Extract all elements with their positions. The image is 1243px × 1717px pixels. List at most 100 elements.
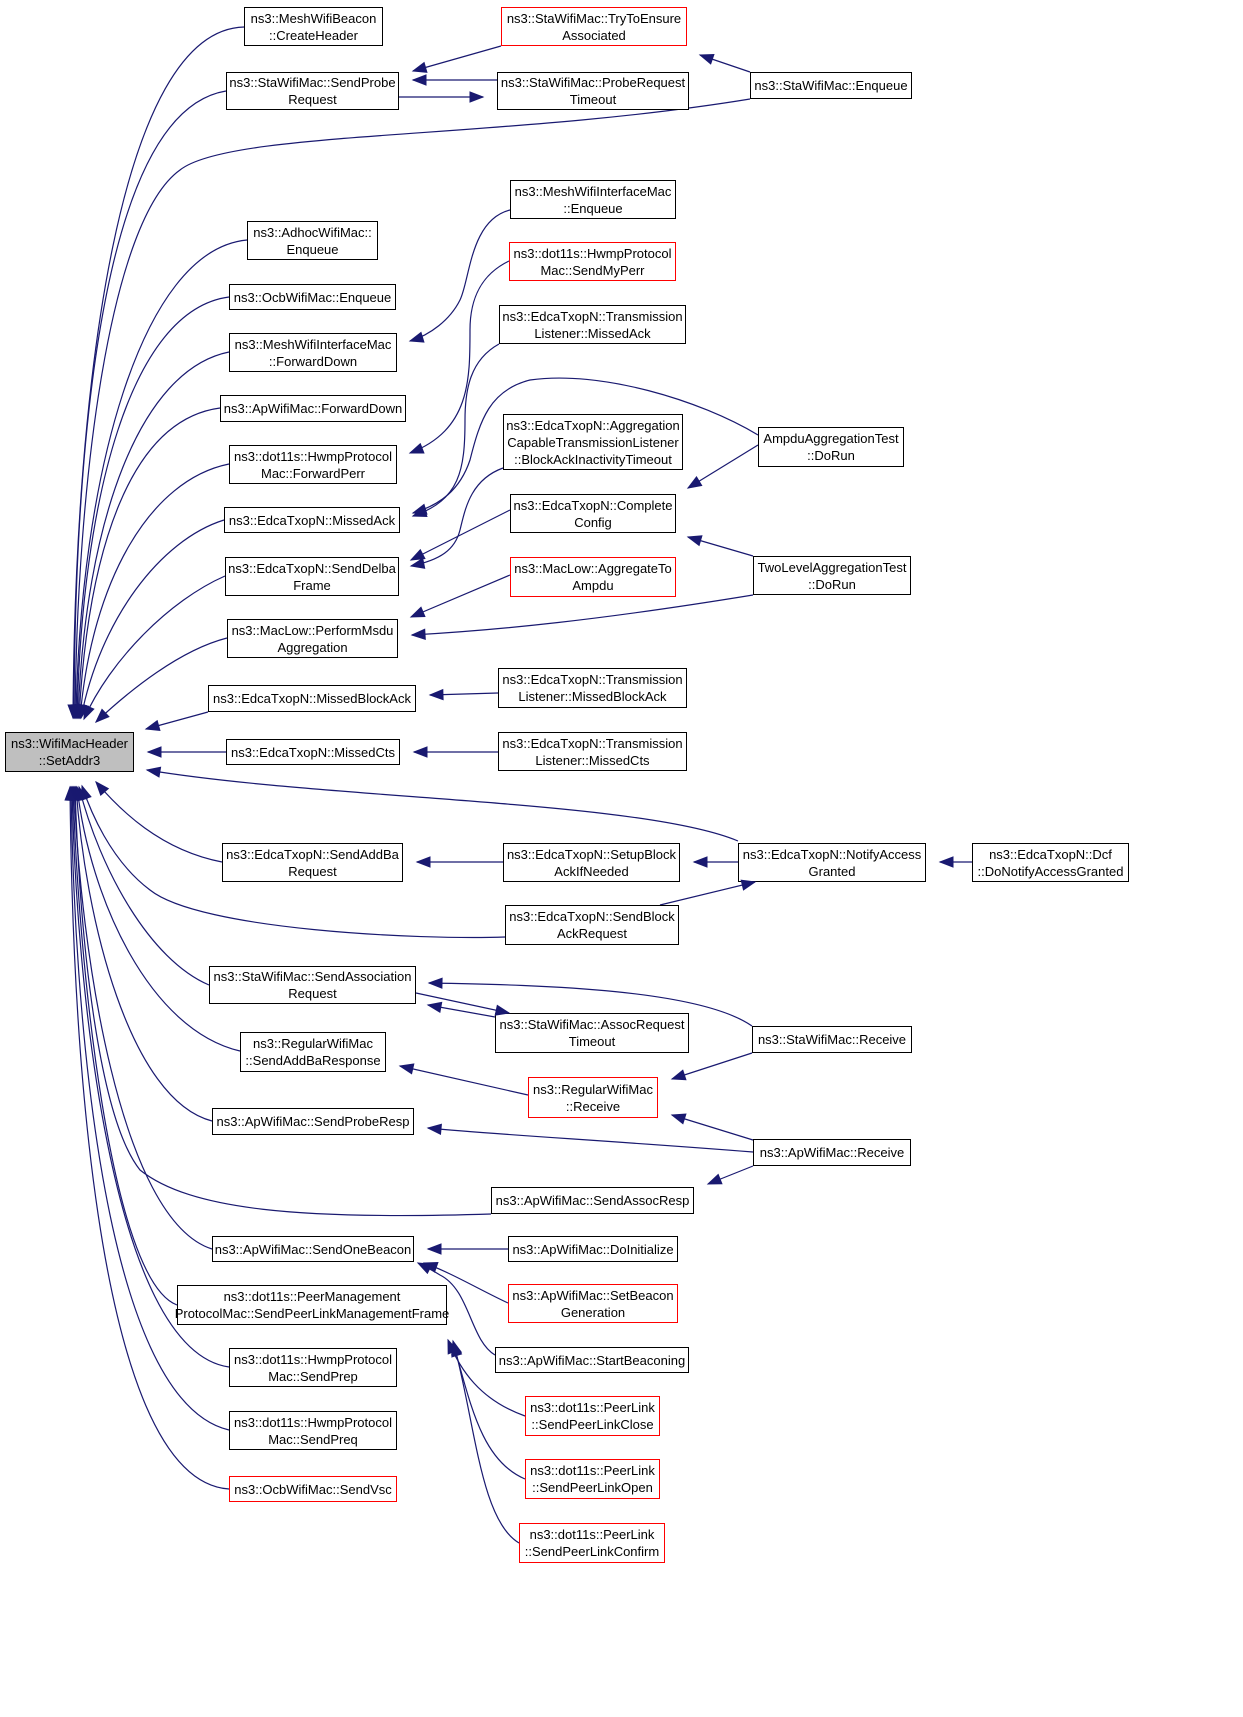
arrowhead xyxy=(494,1004,511,1016)
function-node[interactable]: ns3::MacLow::PerformMsdu Aggregation xyxy=(227,619,398,658)
arrowhead xyxy=(409,606,426,618)
function-node[interactable]: ns3::EdcaTxopN::Aggregation CapableTrans… xyxy=(503,414,683,470)
function-node[interactable]: ns3::EdcaTxopN::MissedBlockAck xyxy=(208,685,416,712)
function-node[interactable]: ns3::MeshWifiInterfaceMac ::ForwardDown xyxy=(229,333,397,372)
function-node[interactable]: ns3::EdcaTxopN::Complete Config xyxy=(510,494,676,533)
function-node[interactable]: TwoLevelAggregationTest ::DoRun xyxy=(753,556,911,595)
call-edge-n18 xyxy=(83,575,226,720)
function-node[interactable]: ns3::EdcaTxopN::Transmission Listener::M… xyxy=(498,732,687,771)
function-node[interactable]: ns3::StaWifiMac::SendAssociation Request xyxy=(209,966,416,1004)
call-edge-n15 xyxy=(687,444,759,489)
function-node[interactable]: ns3::EdcaTxopN::SendDelba Frame xyxy=(225,557,399,596)
arrowhead xyxy=(408,442,425,454)
function-node[interactable]: ns3::ApWifiMac::DoInitialize xyxy=(508,1236,678,1262)
function-node[interactable]: ns3::ApWifiMac::SetBeacon Generation xyxy=(508,1284,678,1323)
arrowhead xyxy=(740,879,757,891)
arrowhead xyxy=(706,1173,723,1185)
function-node[interactable]: ns3::StaWifiMac::SendProbe Request xyxy=(226,72,399,110)
function-node[interactable]: ns3::EdcaTxopN::SendAddBa Request xyxy=(222,843,403,882)
function-node[interactable]: ns3::OcbWifiMac::SendVsc xyxy=(229,1476,397,1502)
function-node[interactable]: ns3::dot11s::HwmpProtocol Mac::SendPrep xyxy=(229,1348,397,1387)
call-edge-n30 xyxy=(81,785,506,939)
function-node[interactable]: ns3::EdcaTxopN::Transmission Listener::M… xyxy=(499,305,686,344)
arrowhead xyxy=(408,331,425,343)
function-node[interactable]: ns3::dot11s::HwmpProtocol Mac::SendMyPer… xyxy=(509,242,676,281)
call-edge-n3 xyxy=(412,45,502,72)
call-edge-n28 xyxy=(146,769,739,842)
function-node[interactable]: ns3::dot11s::HwmpProtocol Mac::SendPreq xyxy=(229,1411,397,1450)
arrowhead xyxy=(938,856,954,868)
arrowhead xyxy=(451,1339,463,1356)
function-node[interactable]: ns3::ApWifiMac::StartBeaconing xyxy=(495,1347,689,1373)
function-node[interactable]: ns3::dot11s::PeerLink ::SendPeerLinkOpen xyxy=(525,1459,660,1499)
function-node[interactable]: ns3::EdcaTxopN::SetupBlock AckIfNeeded xyxy=(503,843,680,882)
call-edge-n7 xyxy=(75,239,248,719)
arrowhead xyxy=(426,1243,442,1255)
function-node[interactable]: ns3::ApWifiMac::SendAssocResp xyxy=(491,1187,694,1214)
function-node[interactable]: ns3::dot11s::PeerLink ::SendPeerLinkClos… xyxy=(525,1396,660,1436)
call-edge-n21 xyxy=(95,637,228,723)
function-node[interactable]: ns3::RegularWifiMac ::Receive xyxy=(528,1077,658,1118)
call-edge-n6 xyxy=(409,209,511,342)
function-node[interactable]: ns3::EdcaTxopN::SendBlock AckRequest xyxy=(505,905,679,945)
call-edge-n44 xyxy=(71,786,230,1368)
arrowhead xyxy=(698,53,715,65)
arrowhead xyxy=(409,557,426,569)
function-node[interactable]: ns3::EdcaTxopN::Transmission Listener::M… xyxy=(498,668,687,708)
function-node[interactable]: ns3::AdhocWifiMac:: Enqueue xyxy=(247,221,378,260)
function-node[interactable]: ns3::dot11s::PeerManagement ProtocolMac:… xyxy=(175,1285,449,1325)
function-node[interactable]: ns3::ApWifiMac::SendOneBeacon xyxy=(212,1236,414,1262)
function-node[interactable]: ns3::dot11s::PeerLink ::SendPeerLinkConf… xyxy=(519,1523,665,1563)
call-edge-n46 xyxy=(70,786,230,1431)
function-node[interactable]: ns3::ApWifiMac::Receive xyxy=(753,1139,911,1166)
function-node[interactable]: ns3::RegularWifiMac ::SendAddBaResponse xyxy=(240,1032,386,1072)
function-node[interactable]: ns3::StaWifiMac::ProbeRequest Timeout xyxy=(497,72,689,110)
call-edge-n13 xyxy=(410,467,504,567)
function-node[interactable]: ns3::StaWifiMac::Enqueue xyxy=(750,72,912,99)
function-node[interactable]: ns3::StaWifiMac::TryToEnsure Associated xyxy=(501,7,687,46)
arrowhead xyxy=(146,746,162,758)
call-edge-n37 xyxy=(427,1127,754,1153)
arrowhead xyxy=(94,708,110,723)
call-edge-n48 xyxy=(69,786,230,1490)
arrowhead xyxy=(64,785,76,801)
arrowhead xyxy=(686,535,703,547)
function-node[interactable]: ns3::MeshWifiInterfaceMac ::Enqueue xyxy=(510,180,676,219)
arrowhead xyxy=(415,856,431,868)
call-edge-n36 xyxy=(75,786,213,1122)
function-node[interactable]: ns3::StaWifiMac::Receive xyxy=(752,1026,912,1053)
function-node[interactable]: AmpduAggregationTest ::DoRun xyxy=(758,427,904,467)
arrowhead xyxy=(670,1069,687,1081)
call-edge-n33 xyxy=(428,982,753,1027)
call-edge-n19 xyxy=(410,574,511,618)
root-function-node[interactable]: ns3::WifiMacHeader ::SetAddr3 xyxy=(5,732,134,772)
function-node[interactable]: ns3::MacLow::AggregateTo Ampdu xyxy=(510,557,676,597)
function-node[interactable]: ns3::StaWifiMac::AssocRequest Timeout xyxy=(495,1013,689,1053)
call-edge-n14 xyxy=(79,463,230,719)
function-node[interactable]: ns3::EdcaTxopN::MissedCts xyxy=(226,739,400,765)
function-node[interactable]: ns3::MeshWifiBeacon ::CreateHeader xyxy=(244,7,383,46)
arrowhead xyxy=(411,74,427,86)
arrowhead xyxy=(426,1001,443,1014)
function-node[interactable]: ns3::EdcaTxopN::MissedAck xyxy=(224,507,400,533)
arrowhead xyxy=(144,719,161,731)
call-edge-n38 xyxy=(74,786,492,1217)
function-node[interactable]: ns3::ApWifiMac::ForwardDown xyxy=(220,395,406,422)
arrowhead xyxy=(411,503,428,515)
arrowhead xyxy=(692,856,708,868)
arrowhead xyxy=(686,476,703,489)
call-edge-n16 xyxy=(80,519,225,719)
arrowhead xyxy=(145,766,162,778)
arrowhead xyxy=(409,548,426,561)
arrowhead xyxy=(670,1113,687,1125)
call-edge-n42 xyxy=(72,786,178,1306)
function-node[interactable]: ns3::EdcaTxopN::NotifyAccess Granted xyxy=(738,843,926,882)
function-node[interactable]: ns3::ApWifiMac::SendProbeResp xyxy=(212,1108,414,1135)
call-edge-n5 xyxy=(74,98,751,719)
call-edge-n34 xyxy=(76,786,241,1052)
function-node[interactable]: ns3::OcbWifiMac::Enqueue xyxy=(229,284,396,310)
function-node[interactable]: ns3::dot11s::HwmpProtocol Mac::ForwardPe… xyxy=(229,445,397,484)
function-node[interactable]: ns3::EdcaTxopN::Dcf ::DoNotifyAccessGran… xyxy=(972,843,1129,882)
call-edge-n9 xyxy=(76,296,230,719)
